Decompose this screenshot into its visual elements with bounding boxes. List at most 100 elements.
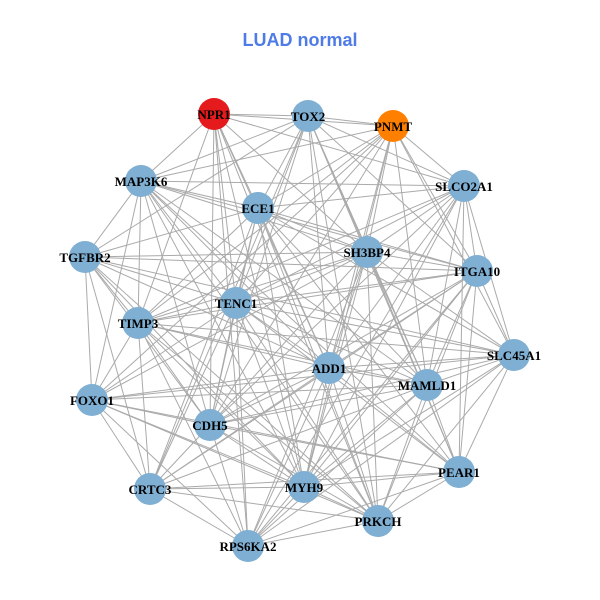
node-tox2[interactable]: TOX2: [291, 100, 325, 132]
edge-MAMLD1-CDH5: [209, 384, 428, 426]
edge-TGFBR2-CDH5: [84, 256, 211, 426]
node-circle[interactable]: [288, 471, 320, 503]
edge-TOX2-MAP3K6: [140, 115, 309, 182]
edge-CDH5-PRKCH: [209, 424, 379, 522]
edge-NPR1-MAP3K6: [140, 113, 215, 182]
edge-PNMT-MAP3K6: [140, 125, 394, 182]
node-slco2a1[interactable]: SLCO2A1: [435, 170, 493, 202]
node-label: TENC1: [215, 296, 258, 311]
edge-SLCO2A1-MAMLD1: [426, 185, 465, 386]
edge-ITGA10-PEAR1: [458, 270, 478, 473]
node-circle[interactable]: [411, 369, 443, 401]
node-circle[interactable]: [198, 98, 230, 130]
edge-ADD1-PEAR1: [328, 367, 460, 473]
edge-CDH5-PEAR1: [209, 424, 460, 473]
node-itga10[interactable]: ITGA10: [454, 255, 500, 287]
node-circle[interactable]: [313, 352, 345, 384]
edge-ADD1-MYH9: [303, 367, 330, 488]
edge-PNMT-CDH5: [209, 125, 394, 426]
edge-FOXO1-PRKCH: [91, 399, 379, 522]
node-circle[interactable]: [194, 409, 226, 441]
node-foxo1[interactable]: FOXO1: [70, 384, 114, 416]
node-circle[interactable]: [122, 307, 154, 339]
node-circle[interactable]: [134, 473, 166, 505]
node-circle[interactable]: [498, 339, 530, 371]
node-circle[interactable]: [351, 236, 383, 268]
edges-layer: [84, 113, 515, 547]
node-circle[interactable]: [292, 100, 324, 132]
node-slc45a1[interactable]: SLC45A1: [487, 339, 541, 371]
node-npr1[interactable]: NPR1: [197, 98, 231, 130]
node-circle[interactable]: [76, 384, 108, 416]
edge-SLCO2A1-TENC1: [235, 185, 465, 304]
node-myh9[interactable]: MYH9: [285, 471, 324, 503]
node-circle[interactable]: [125, 165, 157, 197]
edge-TENC1-FOXO1: [91, 302, 237, 401]
node-ece1[interactable]: ECE1: [241, 192, 275, 224]
node-label: CRTC3: [129, 482, 172, 497]
edge-TIMP3-SLC45A1: [137, 322, 515, 356]
edge-CDH5-RPS6KA2: [209, 424, 249, 547]
node-tgfbr2[interactable]: TGFBR2: [59, 241, 111, 273]
edge-ADD1-PRKCH: [328, 367, 379, 522]
edge-TGFBR2-MYH9: [84, 256, 305, 488]
node-circle[interactable]: [448, 170, 480, 202]
node-crtc3[interactable]: CRTC3: [129, 473, 172, 505]
edge-PEAR1-RPS6KA2: [247, 471, 460, 547]
edge-SLCO2A1-ADD1: [328, 185, 465, 369]
edge-TIMP3-PRKCH: [137, 322, 379, 522]
node-pnmt[interactable]: PNMT: [374, 110, 413, 142]
node-prkch[interactable]: PRKCH: [355, 505, 402, 537]
edge-SLC45A1-PEAR1: [458, 354, 515, 473]
edge-SH3BP4-RPS6KA2: [247, 251, 368, 547]
edge-SLCO2A1-MYH9: [303, 185, 465, 488]
node-label: TGFBR2: [59, 250, 110, 265]
edge-PEAR1-MYH9: [303, 471, 460, 488]
edge-TOX2-ECE1: [257, 115, 309, 209]
node-label: ITGA10: [454, 264, 500, 279]
node-add1[interactable]: ADD1: [312, 352, 347, 384]
edge-TIMP3-MAMLD1: [137, 322, 428, 386]
edge-MAP3K6-MAMLD1: [140, 180, 428, 386]
node-mamld1[interactable]: MAMLD1: [398, 369, 457, 401]
node-circle[interactable]: [69, 241, 101, 273]
node-circle[interactable]: [443, 456, 475, 488]
node-map3k6[interactable]: MAP3K6: [115, 165, 168, 197]
edge-MAP3K6-ECE1: [140, 180, 259, 209]
edge-SLC45A1-ADD1: [328, 354, 515, 369]
edge-MAMLD1-MYH9: [303, 384, 428, 488]
node-label: TIMP3: [118, 316, 159, 331]
node-circle[interactable]: [362, 505, 394, 537]
edge-TIMP3-CRTC3: [137, 322, 151, 490]
node-sh3bp4[interactable]: SH3BP4: [344, 236, 391, 268]
edge-SH3BP4-CDH5: [209, 251, 368, 426]
edge-SH3BP4-TIMP3: [137, 251, 368, 324]
edge-SLCO2A1-TIMP3: [137, 185, 465, 324]
edge-TIMP3-RPS6KA2: [137, 322, 249, 547]
node-rps6ka2[interactable]: RPS6KA2: [219, 530, 277, 562]
edge-ITGA10-RPS6KA2: [247, 270, 478, 547]
node-circle[interactable]: [232, 530, 264, 562]
edge-ECE1-SH3BP4: [257, 207, 368, 253]
edge-MAMLD1-FOXO1: [91, 384, 428, 401]
node-circle[interactable]: [461, 255, 493, 287]
edge-ECE1-TGFBR2: [84, 207, 259, 258]
edge-CRTC3-MYH9: [149, 486, 305, 490]
node-circle[interactable]: [220, 287, 252, 319]
node-label: ECE1: [241, 201, 274, 216]
node-tenc1[interactable]: TENC1: [215, 287, 258, 319]
node-circle[interactable]: [377, 110, 409, 142]
edge-MAMLD1-PRKCH: [377, 384, 428, 522]
edge-TIMP3-ADD1: [137, 322, 330, 369]
edge-CDH5-MYH9: [209, 424, 305, 488]
node-label: SLCO2A1: [435, 179, 493, 194]
edge-NPR1-SLCO2A1: [213, 113, 465, 187]
node-cdh5[interactable]: CDH5: [192, 409, 228, 441]
edge-NPR1-CDH5: [209, 113, 215, 426]
edge-PNMT-SH3BP4: [366, 125, 394, 253]
node-label: MYH9: [285, 480, 324, 495]
edge-ADD1-FOXO1: [91, 367, 330, 401]
node-pear1[interactable]: PEAR1: [438, 456, 480, 488]
node-timp3[interactable]: TIMP3: [118, 307, 159, 339]
node-circle[interactable]: [242, 192, 274, 224]
